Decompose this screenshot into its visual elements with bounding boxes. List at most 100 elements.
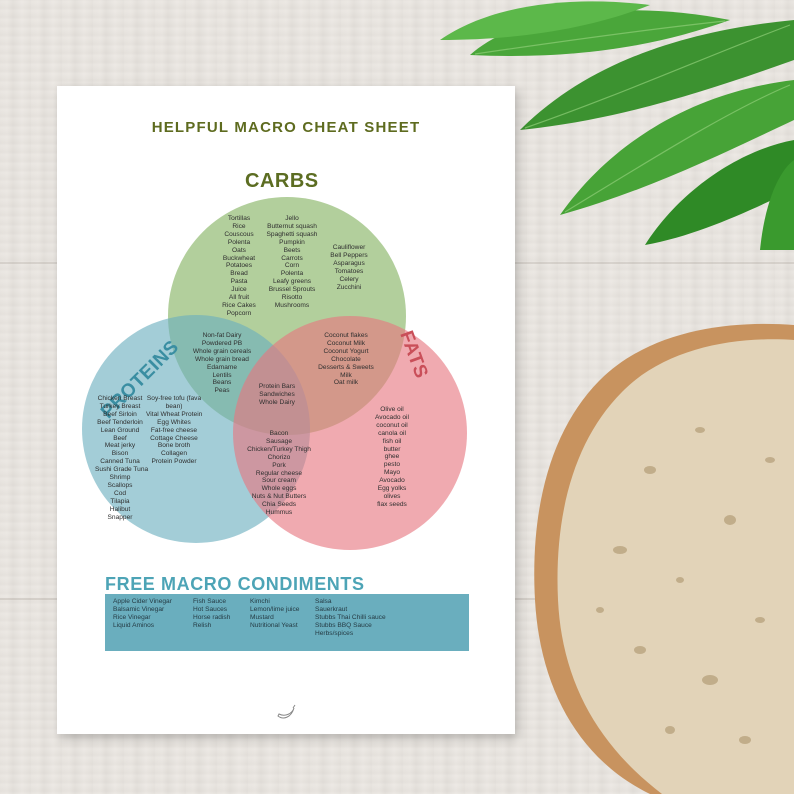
list-item: Chicken/Turkey Thigh [247, 445, 311, 453]
fats-circle [233, 316, 467, 550]
list-item: Rice Cakes [222, 301, 256, 309]
list-item: Spaghetti squash [266, 230, 318, 238]
list-item: Relish [193, 621, 212, 629]
list-item: Nuts & Nut Butters [251, 493, 307, 501]
list-item: Turkey Breast [99, 402, 141, 410]
list-item: Bell Peppers [330, 251, 368, 259]
list-item: Pasta [230, 278, 248, 286]
list-item: Jello [285, 215, 299, 222]
list-item: Avocado [379, 477, 405, 485]
list-item: Popcorn [226, 309, 252, 317]
list-item: Whole eggs [261, 485, 297, 493]
list-item: Pumpkin [279, 238, 305, 246]
list-item: Beef Sirloin [103, 410, 137, 418]
list-item: Hot Sauces [193, 605, 228, 613]
list-item: Meat jerky [104, 442, 136, 450]
page-title: HELPFUL MACRO CHEAT SHEET [151, 119, 421, 136]
list-item: Oats [232, 246, 246, 254]
list-item: Coconut flakes [324, 332, 368, 339]
list-item: Carrots [281, 254, 303, 262]
cheat-sheet-page: HELPFUL MACRO CHEAT SHEET CARBS PROTEINS… [57, 86, 515, 734]
list-item: Beef Tenderloin [97, 418, 143, 426]
list-item: Avocado oil [375, 413, 409, 421]
list-item: Cauliflower [332, 244, 366, 251]
list-item: Scallops [107, 481, 133, 489]
list-item: Rice Vinegar [113, 613, 151, 621]
leaves-decoration [440, 1, 794, 250]
list-item: Canned Tuna [100, 458, 140, 466]
list-item: Apple Cider Vinegar [113, 598, 172, 605]
list-item: Celery [339, 275, 359, 283]
list-item: Mushrooms [274, 301, 310, 309]
list-item: Asparagus [333, 259, 365, 267]
list-item: All fruit [228, 294, 250, 302]
list-item: Beef [113, 434, 127, 442]
list-item: Bone broth [157, 442, 191, 450]
list-item: Olive oil [380, 406, 404, 413]
list-item: Bread [230, 270, 248, 278]
list-item: ghee [384, 453, 400, 461]
list-item: Sour cream [261, 477, 297, 485]
list-item: Fat-free cheese [150, 426, 198, 434]
list-item: coconut oil [376, 421, 408, 429]
list-item: Potatoes [225, 262, 253, 270]
list-item: Liquid Aminos [113, 621, 155, 629]
list-item: Beets [283, 246, 301, 254]
list-item: Regular cheese [255, 469, 303, 477]
banana-icon [277, 704, 296, 719]
list-item: Shrimp [109, 474, 131, 482]
list-item: Lemon/lime juice [250, 605, 300, 613]
list-item: Polenta [280, 270, 304, 278]
list-item: Egg yolks [377, 485, 407, 493]
list-item: Zucchini [336, 283, 362, 291]
list-item: Pork [272, 461, 286, 469]
bread-slice-decoration [534, 323, 794, 794]
list-item: Non-fat Dairy [202, 332, 242, 339]
list-item: Juice [231, 286, 247, 294]
list-item: Tilapia [110, 497, 130, 505]
list-item: Soy-free tofu (fava [146, 395, 202, 402]
list-item: Buckwheat [222, 254, 256, 262]
list-item: Chocolate [331, 355, 361, 363]
list-item: Chorizo [267, 453, 291, 461]
list-item: canola oil [378, 429, 406, 437]
list-item: Mustard [250, 613, 274, 621]
list-item: Sushi Grade Tuna [95, 466, 149, 474]
list-item: Tortillas [227, 215, 251, 222]
carbs-label: CARBS [245, 170, 319, 192]
list-item: Peas [214, 387, 230, 395]
list-item: Corn [284, 262, 300, 270]
list-item: flax seeds [377, 500, 407, 508]
list-item: pesto [383, 461, 401, 469]
list-item: Nutritional Yeast [250, 621, 298, 629]
list-item: Rice [232, 222, 246, 230]
list-item: Beans [212, 379, 232, 387]
list-item: Lentils [212, 371, 232, 379]
list-item: Powdered PB [201, 339, 243, 347]
list-item: Fish Sauce [193, 598, 226, 605]
list-item: Balsamic Vinegar [113, 605, 165, 613]
list-item: Mayo [383, 469, 401, 477]
list-item: Whole grain cereals [192, 347, 252, 355]
list-item: Sandwiches [259, 390, 295, 398]
list-item: bean) [165, 402, 183, 410]
list-item: Milk [340, 371, 352, 379]
list-item: Desserts & Sweets [318, 363, 374, 371]
list-item: Collagen [160, 450, 188, 458]
list-item: Cod [113, 489, 127, 497]
list-item: Bacon [269, 430, 289, 437]
list-item: Protein Bars [258, 383, 296, 390]
